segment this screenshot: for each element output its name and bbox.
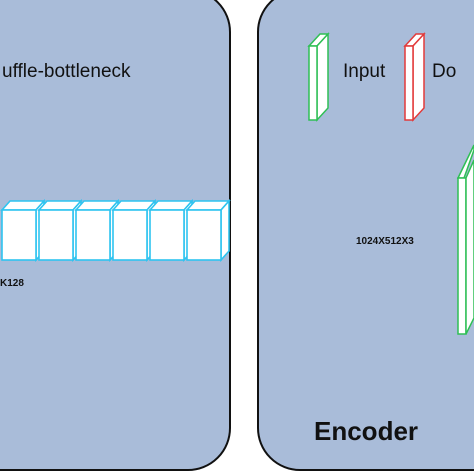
input-slab [456,144,474,335]
bottleneck-block [0,198,46,263]
left-panel-title: uffle-bottleneck [2,61,131,82]
bottleneck-block [74,198,120,263]
bottleneck-block [37,198,83,263]
input-legend-slab [307,32,330,122]
left-dimension-label: K128 [0,278,24,289]
bottleneck-blocks [0,198,231,263]
down-legend-label: Do [432,61,456,82]
encoder-label: Encoder [314,416,418,446]
bottleneck-block [185,198,231,263]
down-legend-slab [403,32,426,122]
bottleneck-block [148,198,194,263]
right-dimension-label: 1024X512X3 [356,236,414,247]
bottleneck-block [111,198,157,263]
input-legend-label: Input [343,61,386,82]
